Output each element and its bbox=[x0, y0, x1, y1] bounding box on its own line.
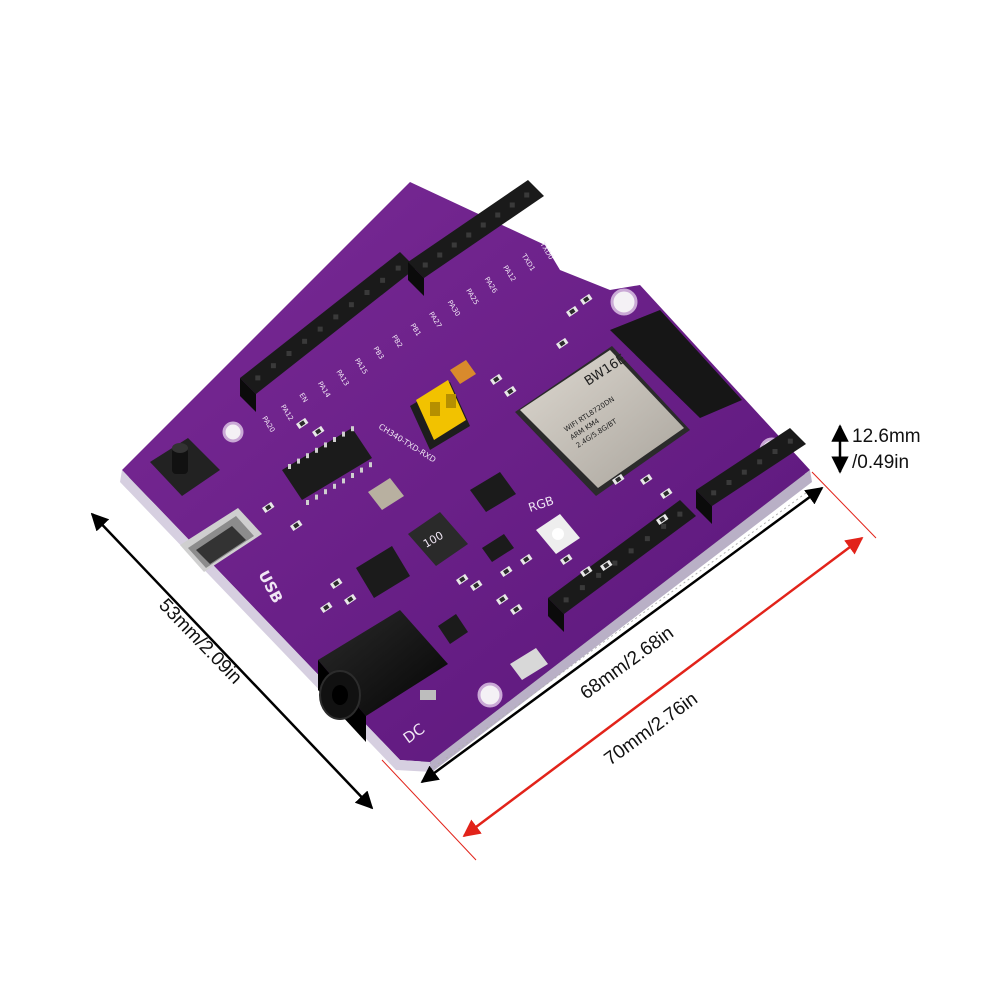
smd-body bbox=[299, 420, 306, 427]
ic-pin bbox=[333, 483, 336, 489]
pin-hole bbox=[596, 572, 602, 578]
pin-hole bbox=[757, 459, 763, 465]
reset-button bbox=[150, 438, 220, 496]
pin-hole bbox=[677, 511, 683, 517]
crystal bbox=[368, 478, 404, 510]
pcb-board: BW16E WIFI RTL8720DN ARM KM4 2.4G/5.8G/B… bbox=[120, 180, 812, 772]
jumper-block bbox=[410, 380, 470, 450]
smd-body bbox=[493, 376, 500, 383]
length-outer-label: 70mm/2.76in bbox=[601, 688, 702, 770]
pin-hole bbox=[466, 232, 472, 238]
smd-body bbox=[569, 308, 576, 315]
pin-hole bbox=[787, 438, 793, 444]
ic-pin bbox=[369, 462, 372, 468]
pin-label: EN bbox=[297, 392, 309, 404]
ic-pin bbox=[333, 437, 336, 442]
height-in-label: /0.49in bbox=[852, 452, 909, 473]
pin-hole bbox=[286, 351, 292, 356]
pin-hole bbox=[302, 338, 308, 344]
pin-hole bbox=[772, 449, 778, 454]
smd-body bbox=[643, 476, 650, 483]
smd-body bbox=[583, 296, 590, 303]
pin-hole bbox=[317, 326, 323, 332]
antenna-block bbox=[610, 310, 742, 418]
usb-serial-chip bbox=[282, 426, 372, 505]
mounting-hole bbox=[222, 421, 244, 443]
smd-body bbox=[265, 504, 272, 511]
ic-pin bbox=[360, 467, 363, 473]
ic-pin bbox=[315, 494, 318, 500]
pin-hole bbox=[451, 242, 457, 248]
wifi-module: BW16E WIFI RTL8720DN ARM KM4 2.4G/5.8G/B… bbox=[515, 346, 690, 496]
pin-hole bbox=[395, 265, 401, 271]
pin-hole bbox=[509, 202, 515, 208]
pin-hole bbox=[612, 560, 618, 566]
smd-body bbox=[315, 428, 322, 435]
pin-hole bbox=[422, 262, 428, 268]
pin-hole bbox=[579, 585, 585, 591]
pin-hole bbox=[644, 536, 650, 542]
mounting-hole bbox=[477, 682, 503, 708]
header-pins bbox=[255, 192, 530, 381]
width-label: 53mm/2.09in bbox=[154, 595, 245, 689]
ic-pin bbox=[351, 473, 354, 478]
pin-hole bbox=[333, 314, 339, 320]
tantalum-capacitor bbox=[450, 360, 476, 384]
ic-pin bbox=[306, 500, 309, 505]
pin-hole bbox=[270, 363, 276, 369]
ic-pin bbox=[324, 489, 327, 495]
pin-hole bbox=[726, 480, 732, 485]
pin-hole bbox=[628, 548, 634, 554]
ic-pin bbox=[342, 478, 345, 484]
ic-pin bbox=[288, 464, 291, 469]
smd-body bbox=[615, 476, 622, 483]
ic-pin bbox=[306, 453, 309, 459]
ic-pin bbox=[351, 426, 354, 432]
pin-hole bbox=[524, 192, 530, 198]
ic-pin bbox=[342, 431, 345, 437]
pin-hole bbox=[741, 469, 747, 475]
pin-hole bbox=[437, 252, 443, 258]
ic-pin bbox=[324, 442, 327, 448]
smd-body bbox=[559, 340, 566, 347]
pin-hole bbox=[563, 597, 569, 603]
pin-hole bbox=[480, 222, 486, 228]
pin-hole bbox=[495, 212, 501, 218]
pin-hole bbox=[711, 490, 717, 496]
height-mm-label: 12.6mm bbox=[852, 426, 921, 447]
header-top-left bbox=[240, 252, 416, 412]
smd-body bbox=[507, 388, 514, 395]
ic-pin bbox=[297, 458, 300, 464]
pin-hole bbox=[661, 523, 667, 529]
pin-hole bbox=[364, 290, 370, 295]
pin-hole bbox=[255, 375, 261, 381]
mounting-hole bbox=[610, 288, 638, 316]
pin-hole bbox=[348, 302, 354, 308]
pin-hole bbox=[380, 277, 386, 283]
ic-pin bbox=[315, 447, 318, 453]
height-dimension: 12.6mm /0.49in bbox=[831, 424, 921, 474]
